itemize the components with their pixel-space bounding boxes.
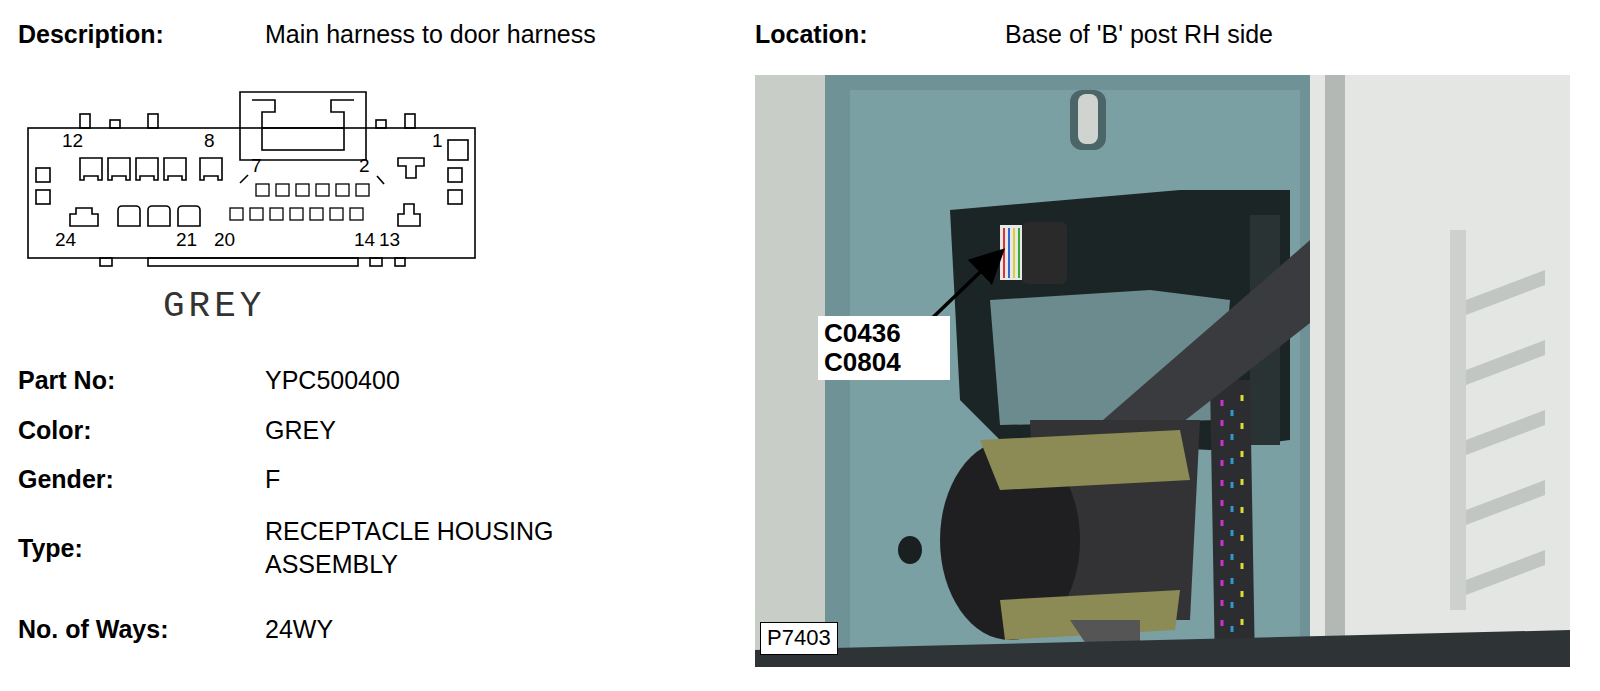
field-value: Main harness to door harness: [265, 20, 596, 49]
field-value: F: [265, 465, 280, 494]
field-name: Type:: [18, 534, 83, 563]
field-name: Part No:: [18, 366, 115, 395]
photo-ref-box: P7403: [760, 622, 838, 655]
photo: [755, 75, 1570, 667]
pin-number: 12: [62, 130, 83, 152]
field-value: GREY: [265, 416, 336, 445]
field-name: Description:: [18, 20, 164, 49]
photo-ref-box-text: P7403: [767, 626, 831, 650]
field-value: Base of 'B' post RH side: [1005, 20, 1273, 49]
field-name: Color:: [18, 416, 92, 445]
pin-number: 1: [432, 130, 443, 152]
pin-number: 24: [55, 229, 76, 251]
field-name: Location:: [755, 20, 868, 49]
pin-number: 8: [204, 130, 215, 152]
callout-box: C0436 C0804: [818, 316, 950, 380]
pin-number: 14: [354, 229, 375, 251]
leader-arrow: [925, 253, 1000, 325]
pin-number: 21: [176, 229, 197, 251]
pin-number: 2: [359, 155, 370, 177]
field-name: Gender:: [18, 465, 114, 494]
field-value: 24WY: [265, 615, 333, 644]
callout-box-text: C0436 C0804: [824, 319, 944, 376]
connector-color: GREY: [163, 286, 265, 327]
field-value: YPC500400: [265, 366, 400, 395]
pin-number: 20: [214, 229, 235, 251]
field-value: RECEPTACLE HOUSING ASSEMBLY: [265, 515, 665, 580]
pin-number: 7: [251, 155, 262, 177]
connector-face: [28, 92, 475, 266]
field-name: No. of Ways:: [18, 615, 168, 644]
pin-number: 13: [379, 229, 400, 251]
